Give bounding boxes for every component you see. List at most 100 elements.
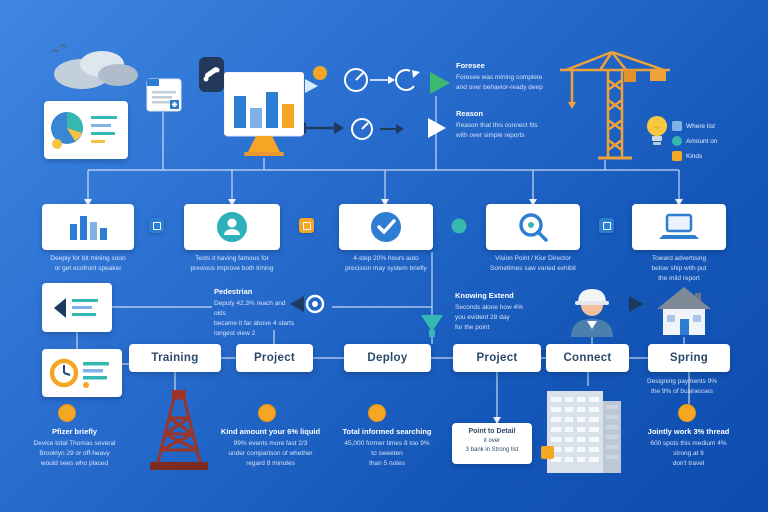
laptop-icon [659,213,699,239]
milestone-dots [58,404,696,422]
building-note: Designing payments 9% the 9% of business… [628,377,736,397]
legend-item: Kinds [672,151,757,161]
link-node-icon [299,218,314,233]
left-arrow-icon [290,296,304,312]
phone-icon [199,57,224,92]
step-line: Reason that this connect fits [456,121,538,129]
stage-label-text: Training [151,352,199,364]
process-caption: 4-step 20% hours auto precision may syst… [334,254,438,274]
note-title: Jointly work 3% thread [647,427,730,436]
note-title: Pedestrian [214,287,253,296]
refresh-icon [395,69,420,91]
note-line: for the point [455,323,490,331]
right-arrow-icon [629,296,644,312]
legend-circle-icon [672,136,682,146]
detail-line: 3 bank in Strong list [465,446,519,453]
play-right-icon [305,79,318,93]
process-box-inspect [486,204,580,250]
note-title: Kind amount your 6% liquid [220,427,321,436]
note-line: Designing payments 9% [646,378,718,385]
orange-dot-icon [313,66,327,80]
target-dot-icon [305,294,325,314]
note-line: don't travel [672,459,705,467]
pie-chart-icon [51,112,117,149]
bottom-note-3: Total informed searching 45,000 former t… [332,426,442,469]
check-circle-icon [371,212,401,242]
pedestrian-note: Pedestrian Deputy 42.3% reach and olds b… [214,286,296,339]
legend-label: Where list [686,122,715,130]
note-line: you evident 28 day [455,313,510,321]
note-line: Device total Thomas several [33,439,116,447]
media-card [42,283,112,332]
derrick-tower-icon [150,390,208,470]
step-line: Foresee was mining complete [456,73,543,81]
note-line: longest view 2 [214,329,256,337]
link-node-icon [149,218,164,233]
step-line: and over behavior-ready deep [456,83,543,91]
note-line: 45,000 former times 8 too 9% [344,439,430,447]
stage-box-training: Training [129,344,221,372]
tower-crane-icon [560,50,670,160]
step-title: Foresee [456,61,485,70]
caption-line: Vision Point / Kiur Director [495,255,571,262]
note-line: 600 spots this medium 4% [650,439,727,447]
stage-box-project-1: Project [236,344,313,372]
caption-line: Toward advertising [651,255,707,262]
process-box-analytics [42,204,134,250]
green-play-icon [430,72,450,94]
process-caption: Tests it having famous for previous impr… [179,254,285,274]
note-line: became it far above 4 starts [214,319,295,327]
document-icon [146,78,182,112]
person-circle-icon [217,212,247,242]
stats-card [44,101,128,159]
detail-title: Point to Detail [468,428,516,435]
teal-connector-dot [451,218,467,234]
stage-label-text: Project [253,352,296,364]
bottom-note-2: Kind amount your 6% liquid 99% events mo… [218,426,323,469]
caption-line: below ship with put [651,265,707,273]
detail-card: Point to Detail it over 3 bank in Strong… [452,423,532,464]
stage-label-text: Project [476,352,518,364]
cloud-icon [51,44,138,89]
link-node-icon [599,218,614,233]
process-box-support [184,204,280,250]
step-note-reason: Reason Reason that this connect fits wit… [456,108,551,141]
white-play-icon [428,118,446,138]
legend-label: Kinds [686,152,703,160]
caption-line: or get ecofront speaker [54,265,122,273]
bottom-note-1: Pfizer briefly Device total Thomas sever… [22,426,127,469]
stage-box-spring: Spring [648,344,730,372]
navy-arrow-head [396,124,404,134]
note-line: strong at 6 [673,449,704,457]
stage-label-text: Connect [563,352,612,364]
caption-line: 4-step 20% hours auto [353,255,419,262]
step-line: with over simple reports [456,131,525,139]
bottom-note-4: Jointly work 3% thread 600 spots this me… [637,426,740,469]
process-caption: Vision Point / Kiur Director Sometimes s… [481,254,585,274]
bar-chart-icon [70,216,107,240]
step-title: Reason [456,109,484,118]
process-caption: Deeply for bit mining soon or get ecofro… [37,254,139,274]
note-line: under comparison of whether [228,449,313,457]
caption-line: precision may system briefly [345,265,427,273]
legend-item: Amount on [672,136,757,146]
note-line: than 5 notes [369,459,405,467]
process-box-laptop [632,204,726,250]
funnel-icon [421,315,443,337]
orange-block-icon [541,446,554,459]
construction-worker-icon [571,289,613,337]
note-title: Total informed searching [342,427,432,436]
stage-box-connect: Connect [546,344,629,372]
gauge-icon [344,68,368,92]
note-line: would sees who placed [40,459,109,467]
knowing-note: Knowing Extend Seconds alone how 4% you … [455,290,543,333]
crane-legend: Where list Amount on Kinds [672,121,757,166]
caption-line: Sometimes saw varied exhibit [490,265,576,273]
rewind-list-icon [54,297,98,318]
process-box-verify [339,204,433,250]
stage-label-text: Spring [669,352,709,364]
stage-box-deploy: Deploy [344,344,431,372]
detail-line: it over [483,438,501,445]
legend-label: Amount on [686,137,718,145]
